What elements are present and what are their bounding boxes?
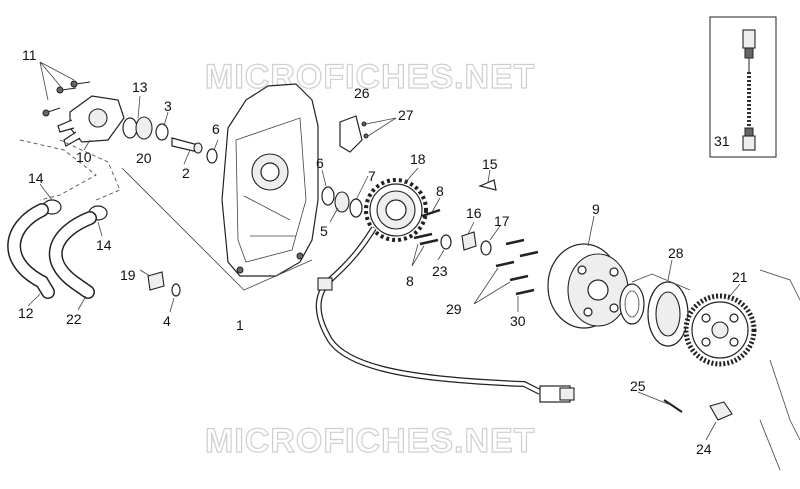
crankcase-cover: [221, 83, 319, 277]
part-number-10: 10: [76, 149, 92, 165]
part-number-2: 2: [182, 165, 190, 181]
part-number-15: 15: [482, 156, 498, 172]
part-number-22: 22: [66, 311, 82, 327]
part-number-8: 8: [406, 273, 414, 289]
part-number-21: 21: [732, 269, 748, 285]
harness-connector: [317, 277, 575, 403]
water-pump-cover: [57, 95, 125, 147]
cover-seals: [321, 186, 363, 218]
part-number-16: 16: [466, 205, 482, 221]
part-number-3: 3: [164, 98, 172, 114]
part-number-24: 24: [696, 441, 712, 457]
inset-box-wiring-connector: [709, 16, 777, 158]
part-number-17: 17: [494, 213, 510, 229]
hose-route-dashed: [19, 139, 97, 201]
part-number-9: 9: [592, 201, 600, 217]
part-number-7: 7: [368, 168, 376, 184]
screw-25: [663, 399, 683, 413]
part-number-14: 14: [96, 237, 112, 253]
part-number-8: 8: [436, 183, 444, 199]
part-number-25: 25: [630, 378, 646, 394]
part-number-26: 26: [354, 85, 370, 101]
stator-bolts: [413, 208, 441, 246]
hose-clamps: [42, 199, 108, 221]
engine-outline-background: [759, 269, 800, 471]
part-number-31: 31: [714, 133, 730, 149]
part-number-12: 12: [18, 305, 34, 321]
part-number-callouts: 1 2 3 4 5 6 6 7 8 8 9 10 11 12 13 14 14 …: [18, 47, 748, 457]
part-number-1: 1: [236, 317, 244, 333]
leader-lines: [27, 95, 741, 441]
leader-11: [39, 61, 75, 101]
cover-bolts: [42, 80, 91, 117]
part-number-19: 19: [120, 267, 136, 283]
stator-18: [364, 178, 428, 242]
freewheel-28: [619, 281, 689, 347]
part-number-29: 29: [446, 301, 462, 317]
cover-plate-26: [339, 115, 369, 153]
part-number-4: 4: [163, 313, 171, 329]
part-number-6: 6: [212, 121, 220, 137]
part-number-5: 5: [320, 223, 328, 239]
part-number-23: 23: [432, 263, 448, 279]
plug-19-oring-4: [147, 271, 181, 297]
part-number-11: 11: [22, 47, 37, 63]
leader-1: [121, 167, 313, 291]
part-number-27: 27: [398, 107, 414, 123]
rotor-small-parts: [440, 179, 497, 256]
watermark-top: MICROFICHES.NET: [205, 58, 535, 96]
part-number-6: 6: [316, 155, 324, 171]
part-number-18: 18: [410, 151, 426, 167]
flywheel-bolts: [495, 238, 539, 296]
part-number-30: 30: [510, 313, 526, 329]
part-number-14: 14: [28, 170, 44, 186]
part-number-13: 13: [132, 79, 148, 95]
starter-gear-21: [683, 293, 757, 367]
pump-shaft-parts: [122, 116, 218, 164]
watermark-bottom: MICROFICHES.NET: [205, 422, 535, 460]
stator-wiring-harness: [315, 226, 542, 395]
sensor-24: [709, 401, 733, 421]
flywheel-rotor-9: [547, 243, 629, 329]
part-number-28: 28: [668, 245, 684, 261]
part-number-20: 20: [136, 150, 152, 166]
